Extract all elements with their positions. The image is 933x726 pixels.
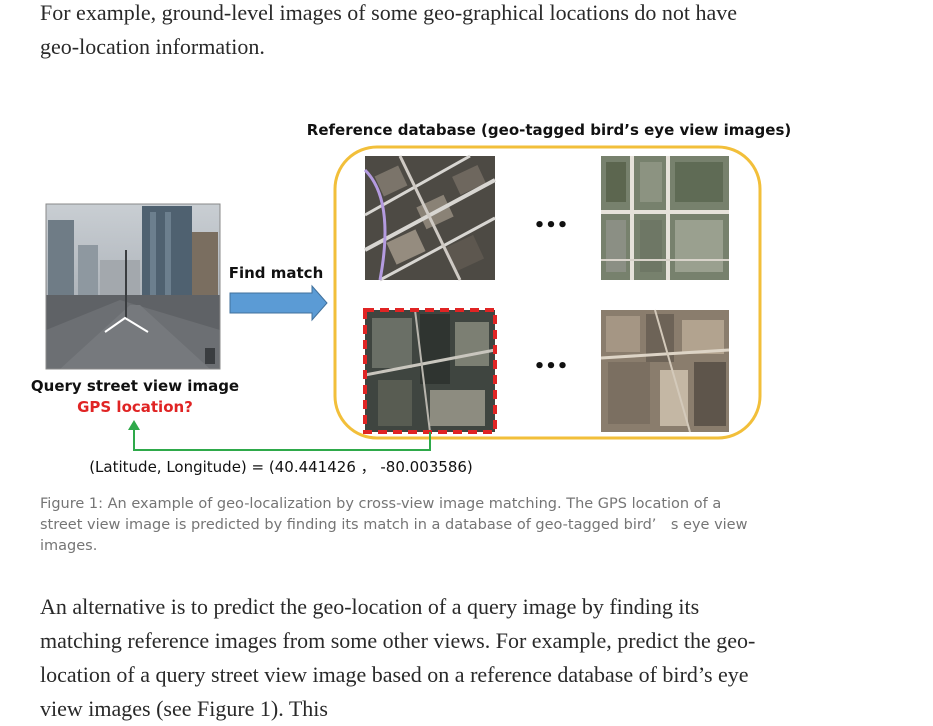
figure-caption: Figure 1: An example of geo-localization… [40,496,748,554]
figure-1: Reference database (geo-tagged bird’s ey… [0,100,933,480]
body-paragraph: An alternative is to predict the geo-loc… [40,594,756,721]
reference-database-title: Reference database (geo-tagged bird’s ey… [307,121,791,139]
aerial-image-bottom-right [600,309,730,433]
reference-database-frame [333,145,762,440]
ellipsis-bottom: ••• [534,356,569,377]
aerial-image-top-right [601,156,729,280]
find-match-label: Find match [229,264,324,282]
find-match-arrow [229,284,328,322]
gps-location-label: GPS location? [77,398,193,416]
aerial-image-top-left [363,154,496,282]
intro-paragraph: For example, ground-level images of some… [40,0,738,59]
query-street-view-label: Query street view image [31,377,239,395]
gps-link-connector [128,420,431,451]
aerial-image-matched [364,309,496,433]
query-street-view-image [45,203,221,370]
ellipsis-top: ••• [534,215,569,236]
coordinates-label: (Latitude, Longitude) = (40.441426 ， -80… [89,458,473,476]
